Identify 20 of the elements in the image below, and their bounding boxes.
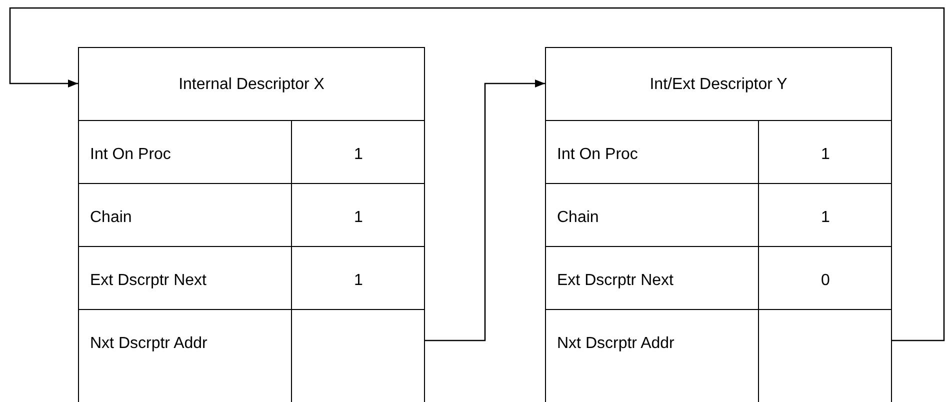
field-cell: Nxt Dscrptr Addr	[545, 309, 759, 402]
field-cell: Int On Proc	[78, 120, 292, 183]
field-cell: Chain	[545, 183, 759, 246]
descriptor-table	[78, 47, 425, 402]
value-cell: 1	[759, 183, 892, 246]
field-cell: Ext Dscrptr Next	[545, 246, 759, 309]
field-cell: Chain	[78, 183, 292, 246]
arrow	[9, 7, 945, 342]
value-cell: 1	[292, 183, 425, 246]
field-cell: Ext Dscrptr Next	[78, 246, 292, 309]
value-cell: 0	[759, 246, 892, 309]
value-cell: 1	[292, 246, 425, 309]
value-cell: 1	[759, 120, 892, 183]
value-cell: 1	[292, 120, 425, 183]
field-cell: Nxt Dscrptr Addr	[78, 309, 292, 402]
table-heading: Int/Ext Descriptor Y	[650, 74, 788, 94]
field-cell: Int On Proc	[545, 120, 759, 183]
descriptor-table	[545, 47, 892, 402]
arrow	[425, 80, 545, 342]
table-heading: Internal Descriptor X	[178, 74, 324, 94]
